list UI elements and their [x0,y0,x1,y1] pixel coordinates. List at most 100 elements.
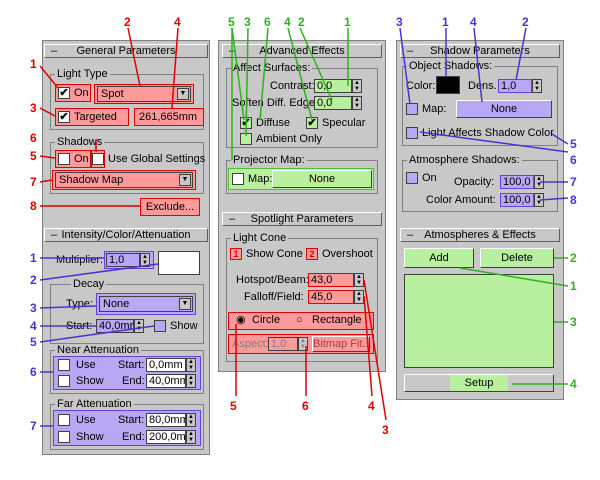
color-amount-spinner[interactable]: 100,0 ▲▼ [500,193,544,207]
exclude-button[interactable]: Exclude... [140,198,200,216]
callout-atmos-3: 3 [570,315,577,329]
use-global-label: Use Global Settings [108,153,206,165]
diffuse-label: Diffuse [256,117,291,129]
far-start-spinner[interactable]: 80,0mm ▲▼ [146,413,196,427]
shadow-parameters-rollout[interactable]: – Shadow Parameters [400,44,560,58]
spinner-arrows-icon[interactable]: ▲▼ [354,290,364,304]
spinner-value: 40,0mr [99,320,134,332]
callout-red-7: 7 [30,175,37,189]
falloff-spinner[interactable]: 45,0 ▲▼ [308,290,364,304]
effects-list[interactable] [404,274,554,368]
far-use-checkbox[interactable] [58,414,70,426]
spinner-arrows-icon[interactable]: ▲▼ [534,193,544,207]
soften-label: Soften Diff. Edge: [232,97,319,109]
spinner-arrows-icon[interactable]: ▲▼ [186,358,196,372]
collapse-icon: – [51,45,58,57]
decay-type-label: Type: [66,298,93,310]
shadow-color-swatch[interactable] [436,76,460,94]
atmospheres-rollout[interactable]: – Atmospheres & Effects [400,228,560,242]
contrast-spinner[interactable]: 0,0 ▲▼ [314,79,362,93]
spinner-arrows-icon[interactable]: ▲▼ [532,79,542,93]
spotlight-rollout[interactable]: – Spotlight Parameters [222,212,382,226]
projector-map-checkbox[interactable] [232,173,244,185]
opacity-spinner[interactable]: 100,0 ▲▼ [500,175,544,189]
near-start-spinner[interactable]: 0,0mm ▲▼ [146,358,196,372]
overshoot-checkbox[interactable]: 2 [306,248,318,260]
decay-show-checkbox[interactable] [154,320,166,332]
atmos-on-checkbox[interactable] [406,172,418,184]
decay-group: Decay [50,278,204,344]
delete-button[interactable]: Delete [480,248,554,268]
near-attenuation-group: Near Attenuation [50,344,204,394]
specular-checkbox[interactable]: ✔ [306,117,318,129]
show-cone-checkbox[interactable]: 1 [230,248,242,260]
use-global-checkbox[interactable] [92,153,104,165]
light-on-label: On [74,87,89,99]
callout-spot-6: 6 [302,399,309,413]
near-show-checkbox[interactable] [58,375,70,387]
callout-green-4: 4 [284,15,291,29]
hotspot-label: Hotspot/Beam: [236,274,309,286]
rectangle-radio[interactable]: ○ [296,314,303,326]
decay-type-dropdown[interactable]: None ▼ [99,296,193,312]
near-use-checkbox[interactable] [58,359,70,371]
shadows-on-label: On [74,153,89,165]
multiplier-spinner[interactable]: 1,0 ▲▼ [106,253,150,267]
shadow-type-dropdown[interactable]: Shadow Map ▼ [55,172,193,188]
spinner-arrows-icon[interactable]: ▲▼ [140,253,150,267]
decay-show-label: Show [170,320,198,332]
spinner-arrows-icon[interactable]: ▲▼ [352,96,362,110]
chevron-down-icon: ▼ [177,88,189,100]
far-end-spinner[interactable]: 200,0mr ▲▼ [146,430,196,444]
far-show-checkbox[interactable] [58,431,70,443]
spinner-arrows-icon[interactable]: ▲▼ [354,273,364,287]
callout-shadow-4: 4 [470,15,477,29]
soften-spinner[interactable]: 0,0 ▲▼ [314,96,362,110]
group-title: Affect Surfaces: [231,62,313,74]
spinner-arrows-icon[interactable]: ▲▼ [534,175,544,189]
dens-spinner[interactable]: 1,0 ▲▼ [498,79,542,93]
shadow-map-button[interactable]: None [456,100,552,118]
callout-atmos-4: 4 [570,377,577,391]
spinner-arrows-icon[interactable]: ▲▼ [186,374,196,388]
target-distance-field[interactable]: 261,665mm [134,108,204,126]
shadows-group: Shadows [50,136,204,194]
light-affects-checkbox[interactable] [406,127,418,139]
shadow-map-label: Map: [422,103,447,115]
hotspot-spinner[interactable]: 43,0 ▲▼ [308,273,364,287]
near-end-spinner[interactable]: 40,0mm ▲▼ [146,374,196,388]
collapse-icon: – [407,229,414,241]
spinner-arrows-icon[interactable]: ▲▼ [134,319,144,333]
aspect-spinner[interactable]: 1,0 ▲▼ [268,337,308,351]
shadows-on-checkbox[interactable] [58,153,70,165]
light-color-swatch[interactable] [158,251,200,275]
projector-map-button[interactable]: None [272,170,372,188]
shadow-map-checkbox[interactable] [406,103,418,115]
shadow-color-label: Color: [406,80,436,92]
spinner-arrows-icon[interactable]: ▲▼ [352,79,362,93]
far-show-label: Show [76,431,104,443]
spinner-value: 1,0 [271,338,287,350]
advanced-effects-rollout[interactable]: – Advanced Effects [222,44,382,58]
ambient-only-label: Ambient Only [256,133,323,145]
spinner-arrows-icon[interactable]: ▲▼ [186,413,196,427]
general-parameters-rollout[interactable]: – General Parameters [44,44,208,58]
light-type-dropdown[interactable]: Spot ▼ [97,86,191,102]
intensity-rollout[interactable]: – Intensity/Color/Attenuation [44,228,208,242]
circle-radio[interactable]: ◉ [236,314,246,326]
callout-green-6: 6 [264,15,271,29]
bitmap-fit-button[interactable]: Bitmap Fit... [312,336,372,352]
ambient-only-checkbox[interactable] [240,133,252,145]
targeted-checkbox[interactable]: ✔ [58,111,70,123]
spinner-arrows-icon[interactable]: ▲▼ [298,337,308,351]
add-button[interactable]: Add [404,248,474,268]
group-title: Light Cone [231,232,289,244]
setup-button[interactable]: Setup [404,374,554,392]
light-on-checkbox[interactable]: ✔ [58,87,70,99]
group-title: Decay [71,278,107,290]
far-end-label: End: [122,431,145,443]
decay-start-label: Start: [66,320,93,332]
decay-start-spinner[interactable]: 40,0mr ▲▼ [96,319,144,333]
spinner-arrows-icon[interactable]: ▲▼ [186,430,196,444]
diffuse-checkbox[interactable]: ✔ [240,117,252,129]
